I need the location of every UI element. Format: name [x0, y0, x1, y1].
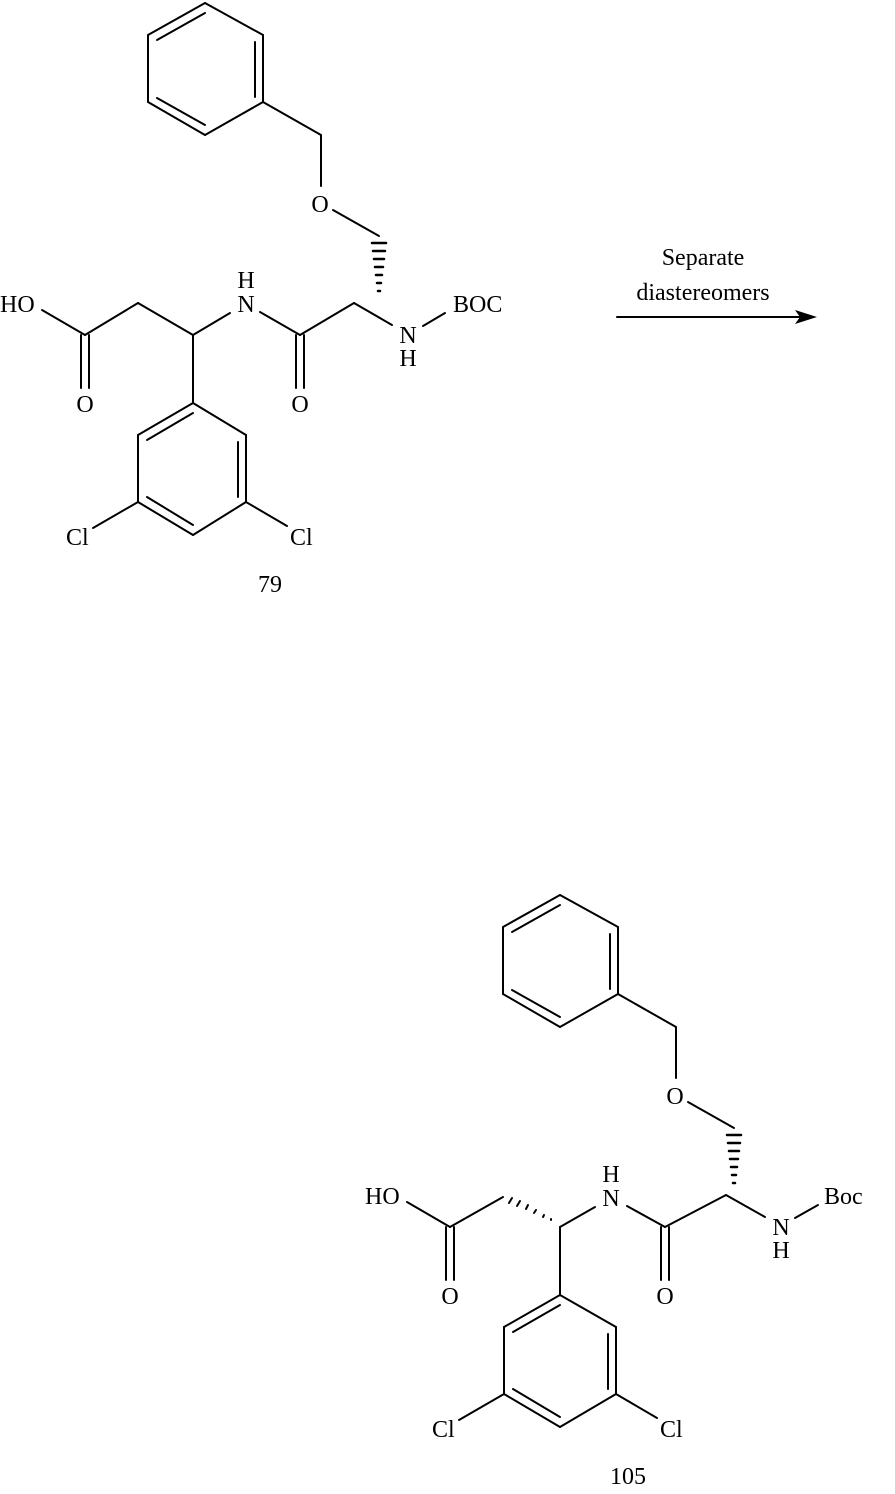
amide-carbonyl-oxygen: O: [656, 1284, 673, 1310]
carbamate-h-label: H: [772, 1238, 789, 1264]
compound-number-79: 79: [258, 572, 282, 598]
amide-n-label: N: [602, 1186, 619, 1212]
ether-oxygen: O: [666, 1084, 683, 1110]
benzyl-ring: [502, 894, 619, 1028]
acid-carbonyl-oxygen: O: [76, 392, 93, 418]
dichlorophenyl-ring: [503, 1294, 617, 1428]
amide-h-label: H: [237, 268, 254, 294]
hashed-wedge: [725, 1133, 743, 1185]
carbamate-n-label: N: [399, 323, 416, 349]
carbamate-n-label: N: [772, 1215, 789, 1241]
acid-carbonyl-oxygen: O: [441, 1284, 458, 1310]
amide-carbonyl-oxygen: O: [291, 392, 308, 418]
compound-number-105: 105: [610, 1464, 646, 1490]
compound-105: O HO H N N H Boc: [365, 894, 863, 1490]
arrow-condition-line2: diastereomers: [636, 280, 769, 306]
ether-oxygen: O: [311, 192, 328, 218]
amide-n-label: N: [237, 292, 254, 318]
arrowhead-icon: [795, 310, 817, 324]
protecting-group-label: Boc: [824, 1184, 863, 1210]
reaction-arrow: Separate diastereomers: [616, 245, 817, 324]
dichlorophenyl-ring: [137, 402, 247, 536]
chloro-left-label: Cl: [66, 525, 89, 551]
chloro-left-label: Cl: [432, 1417, 455, 1443]
carbamate-h-label: H: [399, 346, 416, 372]
amide-h-label: H: [602, 1162, 619, 1188]
chloro-right-label: Cl: [660, 1417, 683, 1443]
benzyl-ring: [147, 2, 264, 136]
protecting-group-label: BOC: [453, 292, 502, 318]
hashed-wedge-stereocenter: [508, 1197, 552, 1221]
arrow-condition-line1: Separate: [662, 245, 745, 271]
compound-79: O HO H N N H BOC O O: [0, 2, 502, 598]
hashed-wedge: [370, 241, 388, 293]
hydroxyl-label: HO: [0, 292, 35, 318]
hydroxyl-label: HO: [365, 1184, 400, 1210]
chloro-right-label: Cl: [290, 525, 313, 551]
